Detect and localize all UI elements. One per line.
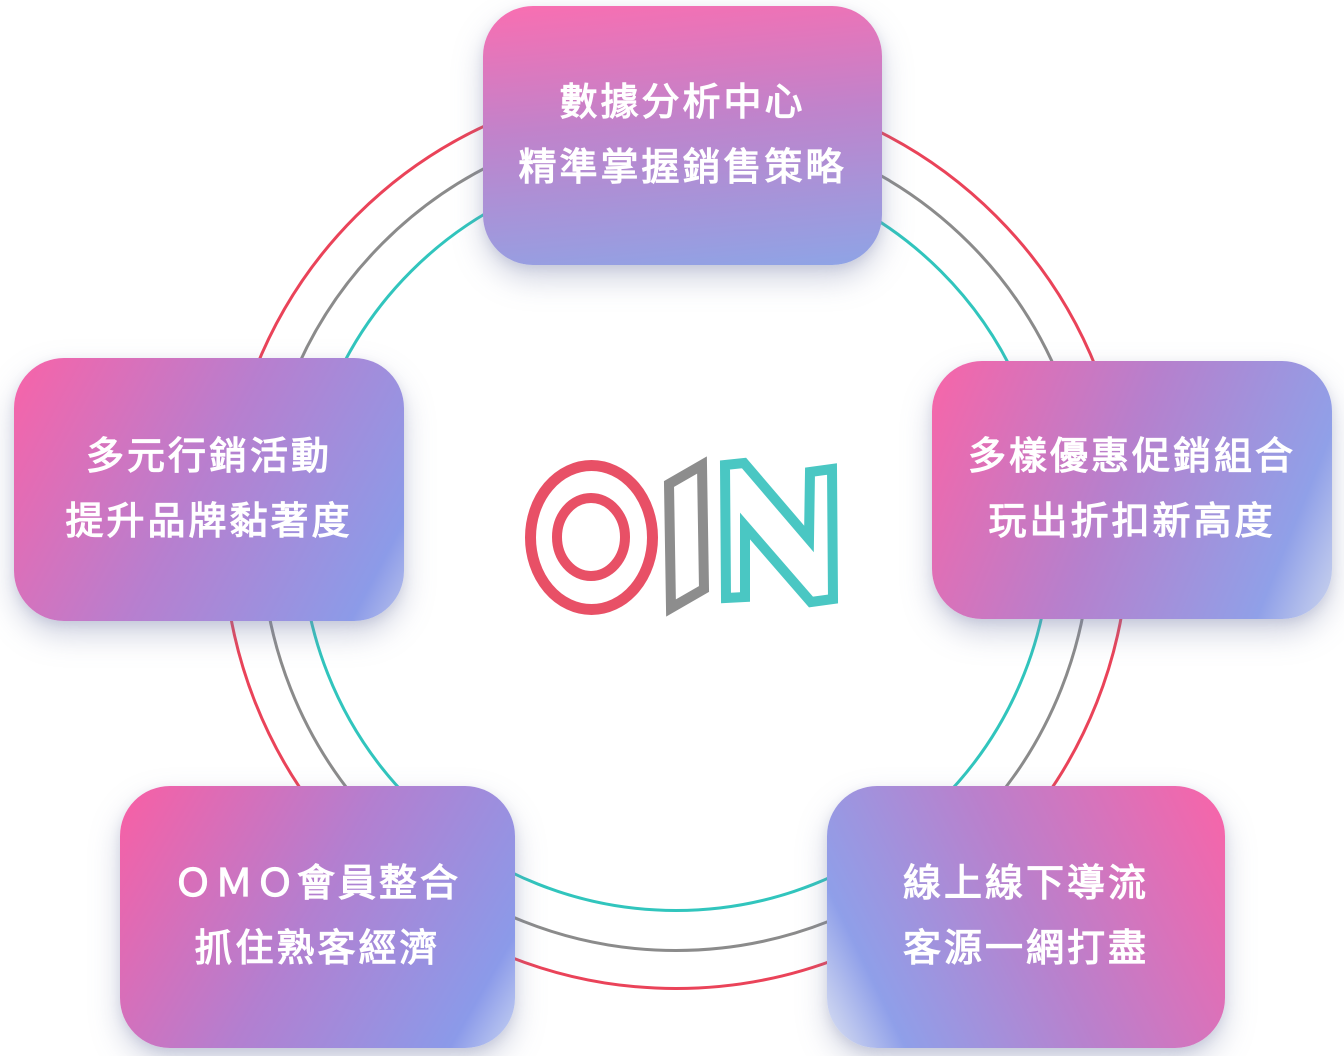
card-title-line1: 多樣優惠促銷組合 — [967, 436, 1296, 478]
card-title-line1: 線上線下導流 — [902, 863, 1149, 905]
card-title-line2: 抓住熟客經濟 — [194, 928, 441, 970]
card-title-line1: ＯＭＯ會員整合 — [173, 863, 461, 905]
card-online-offline-traffic: 線上線下導流 客源一網打盡 — [827, 786, 1225, 1048]
logo-letter-o-icon — [525, 460, 658, 615]
card-title-line2: 客源一網打盡 — [902, 928, 1149, 970]
card-marketing-campaigns: 多元行銷活動 提升品牌黏著度 — [14, 358, 404, 621]
card-title-line2: 提升品牌黏著度 — [65, 500, 353, 543]
card-title-line2: 玩出折扣新高度 — [988, 501, 1276, 543]
card-title-line2: 精準掌握銷售策略 — [518, 146, 847, 189]
card-title-line1: 數據分析中心 — [559, 81, 806, 124]
logo-letter-n-icon — [719, 457, 839, 608]
logo-letter-i-icon — [663, 456, 710, 617]
card-promotions: 多樣優惠促銷組合 玩出折扣新高度 — [932, 361, 1332, 619]
card-omo-membership: ＯＭＯ會員整合 抓住熟客經濟 — [120, 786, 515, 1048]
oin-logo — [525, 456, 839, 617]
card-title-line1: 多元行銷活動 — [85, 435, 332, 478]
card-data-analytics: 數據分析中心 精準掌握銷售策略 — [483, 6, 882, 265]
